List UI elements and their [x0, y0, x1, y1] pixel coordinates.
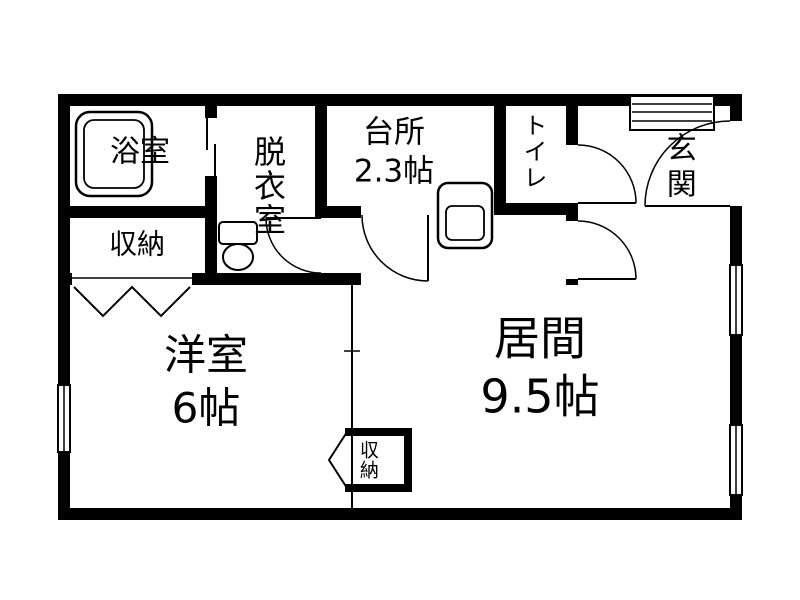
- window-right-lower: [729, 424, 743, 496]
- wall-right-c: [730, 335, 742, 425]
- door-dressing: [265, 217, 322, 274]
- wall-right-d: [730, 495, 742, 520]
- fixtures: [74, 110, 494, 271]
- wall-bath-storage-divider: [58, 206, 217, 218]
- room-partition: [344, 285, 360, 508]
- kitchen-room-name: 台所: [363, 114, 425, 151]
- wall-bottom: [58, 508, 742, 520]
- dressing-room-label: 脱衣室: [249, 135, 287, 237]
- door-entrance-front: [644, 120, 731, 207]
- windows: [57, 95, 743, 496]
- doors: [206, 118, 731, 282]
- wall-kitchen-south-stub: [315, 206, 361, 218]
- wall-western-top-a: [58, 273, 72, 285]
- window-left: [57, 384, 71, 453]
- door-kitchen-hall: [361, 214, 429, 282]
- wall-western-top-b: [192, 273, 361, 285]
- wall-toilet-entrance-c: [566, 279, 578, 285]
- closet-fold-doors: [72, 277, 192, 318]
- wall-toilet-entrance-a: [566, 94, 578, 145]
- toilet-room-label: トイレ: [519, 113, 547, 191]
- wall-toilet-entrance-b: [566, 203, 578, 221]
- wall-bath-east-lower: [205, 176, 217, 285]
- wall-left-upper: [58, 94, 70, 385]
- folding-door-mark: [73, 285, 191, 318]
- bath-room-label: 浴室: [110, 134, 170, 170]
- bathtub-icon: [74, 110, 154, 198]
- living-room-name: 居間: [494, 311, 586, 366]
- storage-small-label: 収納: [356, 440, 379, 480]
- western-room-name: 洋室: [163, 330, 249, 380]
- louver-window-icon: [629, 95, 715, 131]
- western-room-label: 洋室 6帖: [164, 330, 248, 435]
- living-room-size: 9.5帖: [480, 369, 600, 423]
- western-room-size: 6帖: [171, 383, 241, 432]
- partition-cross-mark: [344, 343, 360, 359]
- wall-bath-east-upper: [205, 94, 217, 118]
- window-right-upper: [729, 264, 743, 336]
- storage-small-box: [327, 428, 412, 492]
- door-bath-sliding: [206, 118, 216, 176]
- kitchen-room-label: 台所 2.3帖: [354, 113, 434, 191]
- living-room-label: 居間 9.5帖: [480, 311, 599, 426]
- wall-right-a: [730, 94, 742, 121]
- wall-toilet-south: [494, 203, 578, 215]
- folding-door-mark: [327, 431, 348, 489]
- walls: [58, 94, 742, 520]
- kitchen-room-size: 2.3帖: [353, 153, 435, 189]
- washbasin-icon: [218, 221, 258, 271]
- door-toilet: [577, 144, 637, 204]
- entrance-label: 玄関: [660, 132, 696, 204]
- kitchen-sink-icon: [436, 181, 494, 250]
- storage-top-label: 収納: [108, 227, 166, 261]
- door-hall-living: [577, 220, 637, 280]
- wall-dressing-kitchen-divider: [315, 94, 327, 218]
- wall-right-b: [730, 206, 742, 265]
- wall-left-lower: [58, 452, 70, 520]
- wall-kitchen-toilet-divider: [494, 94, 506, 215]
